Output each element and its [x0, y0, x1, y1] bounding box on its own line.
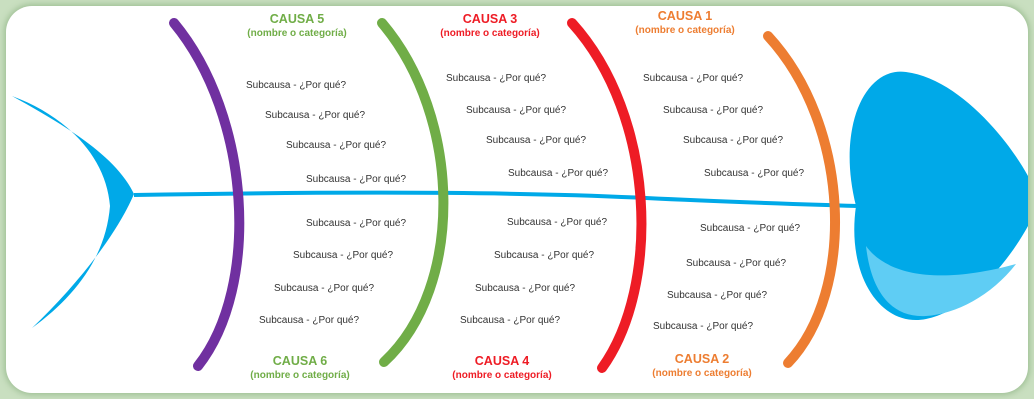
- causa-6-heading: CAUSA 6 (nombre o categoría): [250, 354, 349, 382]
- fish-head: [849, 71, 1028, 321]
- fishbone-graphic: [12, 18, 1028, 373]
- causa-4-title: CAUSA 4: [474, 354, 530, 368]
- causa-4-heading: CAUSA 4 (nombre o categoría): [452, 354, 551, 382]
- causa-5-heading: CAUSA 5 (nombre o categoría): [247, 12, 346, 40]
- bone-causa-5-6: [169, 18, 245, 371]
- subcause-label: Subcausa - ¿Por qué?: [286, 140, 387, 151]
- subcause-label: Subcausa - ¿Por qué?: [246, 80, 347, 91]
- causa-3-title: CAUSA 3: [462, 12, 518, 26]
- fish-spine: [133, 190, 857, 208]
- causa-6-title: CAUSA 6: [272, 354, 328, 368]
- subcause-label: Subcausa - ¿Por qué?: [686, 258, 787, 269]
- causa-4-subtitle: (nombre o categoría): [452, 370, 552, 381]
- subcause-label: Subcausa - ¿Por qué?: [265, 110, 366, 121]
- causa-6-subtitle: (nombre o categoría): [250, 370, 350, 381]
- subcause-label: Subcausa - ¿Por qué?: [643, 73, 744, 84]
- subcause-label: Subcausa - ¿Por qué?: [486, 135, 587, 146]
- fish-tail: [12, 96, 134, 328]
- subcause-label: Subcausa - ¿Por qué?: [507, 217, 608, 228]
- subcause-label: Subcausa - ¿Por qué?: [460, 315, 561, 326]
- causa-1-heading: CAUSA 1 (nombre o categoría): [635, 9, 734, 37]
- causa-3-subtitle: (nombre o categoría): [440, 28, 540, 39]
- fish-head-highlight: [866, 246, 1016, 317]
- bone-head: [763, 31, 840, 368]
- subcause-label: Subcausa - ¿Por qué?: [306, 174, 407, 185]
- causa-2-title: CAUSA 2: [674, 352, 730, 366]
- subcause-label: Subcausa - ¿Por qué?: [704, 168, 805, 179]
- subcause-label: Subcausa - ¿Por qué?: [259, 315, 360, 326]
- subcause-label: Subcausa - ¿Por qué?: [446, 73, 547, 84]
- causa-1-title: CAUSA 1: [657, 9, 713, 23]
- subcause-label: Subcausa - ¿Por qué?: [494, 250, 595, 261]
- causa-2-subtitle: (nombre o categoría): [652, 368, 752, 379]
- subcause-label: Subcausa - ¿Por qué?: [466, 105, 567, 116]
- subcause-label: Subcausa - ¿Por qué?: [475, 283, 576, 294]
- causa-2-heading: CAUSA 2 (nombre o categoría): [652, 352, 751, 380]
- subcause-label: Subcausa - ¿Por qué?: [653, 321, 754, 332]
- fishbone-diagram: CAUSA 5 (nombre o categoría) CAUSA 3 (no…: [6, 6, 1028, 393]
- bone-causa-1-2: [567, 18, 647, 373]
- subcause-label: Subcausa - ¿Por qué?: [663, 105, 764, 116]
- subcause-label: Subcausa - ¿Por qué?: [700, 223, 801, 234]
- subcause-label: Subcausa - ¿Por qué?: [667, 290, 768, 301]
- subcause-label: Subcausa - ¿Por qué?: [683, 135, 784, 146]
- subcause-label: Subcausa - ¿Por qué?: [274, 283, 375, 294]
- subcause-label: Subcausa - ¿Por qué?: [293, 250, 394, 261]
- subcause-label: Subcausa - ¿Por qué?: [508, 168, 609, 179]
- causa-5-title: CAUSA 5: [269, 12, 325, 26]
- causa-3-heading: CAUSA 3 (nombre o categoría): [440, 12, 539, 40]
- causa-5-subtitle: (nombre o categoría): [247, 28, 347, 39]
- bone-causa-3-4: [377, 18, 449, 367]
- causa-1-subtitle: (nombre o categoría): [635, 25, 735, 36]
- subcause-label: Subcausa - ¿Por qué?: [306, 218, 407, 229]
